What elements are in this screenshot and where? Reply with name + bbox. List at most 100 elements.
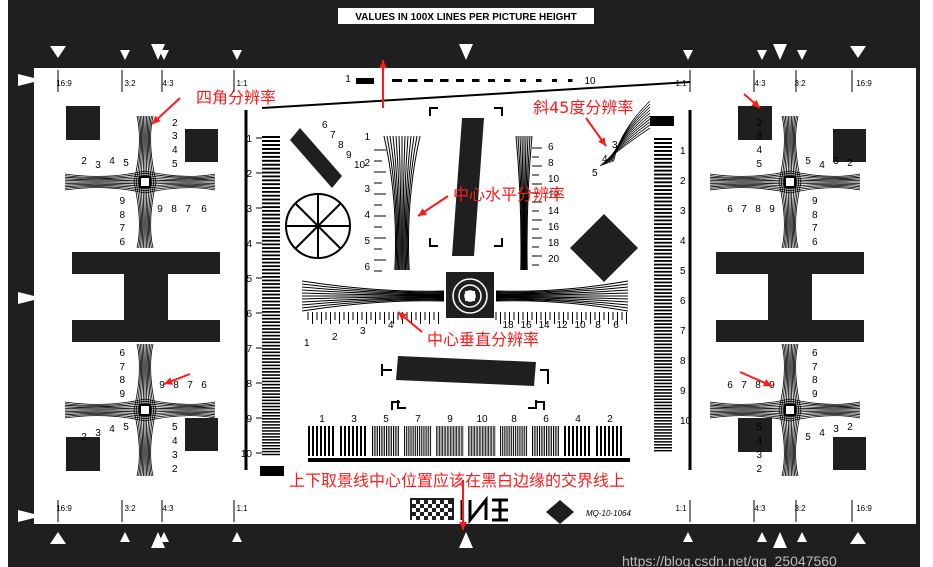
- diagonal-label: 8: [338, 140, 344, 151]
- fan-label: 5: [756, 422, 762, 433]
- fan-label: 5: [805, 156, 811, 167]
- left-ladder-label: 1: [246, 134, 252, 145]
- star-circle: [285, 193, 351, 259]
- center-wedge-left-label: 6: [364, 262, 370, 273]
- fan-label: 2: [756, 118, 762, 129]
- crop-notch: [683, 532, 693, 542]
- aspect-label-bottom: 1:1: [675, 504, 687, 513]
- fan-label: 8: [755, 380, 761, 391]
- bottom-pattern-label: 1: [319, 414, 325, 425]
- slanted-edge-bar: [452, 118, 484, 256]
- fan-label: 6: [727, 380, 733, 391]
- aspect-label-top: 3:2: [124, 79, 136, 88]
- fan-label: 6: [812, 348, 818, 359]
- top-scale-start: 1: [345, 74, 351, 85]
- aspect-label-top: 3:2: [794, 79, 806, 88]
- bottom-pattern-label: 7: [415, 414, 421, 425]
- aspect-label-top: 4:3: [754, 79, 766, 88]
- crop-notch: [232, 532, 242, 542]
- crop-notch: [159, 50, 169, 60]
- center-h-right-label: 12: [556, 320, 568, 331]
- left-notch: [18, 510, 42, 522]
- watermark: https://blog.csdn.net/qq_25047560: [622, 553, 837, 567]
- fan-label: 4: [756, 436, 762, 447]
- left-ladder-label: 3: [246, 204, 252, 215]
- bottom-pattern-label: 10: [476, 414, 488, 425]
- fan-label: 7: [119, 223, 125, 234]
- left-i-block: [72, 252, 220, 342]
- right-notch: [892, 74, 916, 86]
- right-ladder-label: 9: [680, 386, 686, 397]
- fan-label: 8: [119, 210, 125, 221]
- bottom-notch: [773, 532, 787, 548]
- corner-fan: [709, 343, 861, 477]
- fan-label: 3: [756, 131, 762, 142]
- top-notch: [459, 44, 473, 60]
- chart-header: VALUES IN 100X LINES PER PICTURE HEIGHT: [355, 12, 577, 23]
- fan-label: 6: [727, 204, 733, 215]
- fan-label: 3: [833, 424, 839, 435]
- left-notch: [18, 292, 42, 304]
- fan-label: 3: [172, 450, 178, 461]
- red-arrow: [739, 371, 773, 387]
- center-wedge-left-label: 2: [364, 158, 370, 169]
- right-notch: [892, 510, 916, 522]
- fan-label: 9: [119, 389, 125, 400]
- bottom-notch: [459, 532, 473, 548]
- aspect-label-bottom: 16:9: [56, 504, 72, 513]
- fan-label: 4: [109, 424, 115, 435]
- aspect-label-bottom: 3:2: [124, 504, 136, 513]
- fan-label: 6: [119, 348, 125, 359]
- fan-label: 2: [172, 464, 178, 475]
- fan-label: 9: [157, 204, 163, 215]
- annotation-center-horizontal: 中心水平分辨率: [453, 185, 565, 204]
- fan-label: 2: [172, 118, 178, 129]
- fan-label: 7: [812, 362, 818, 373]
- crop-notch: [159, 532, 169, 542]
- fan-label: 9: [119, 196, 125, 207]
- fan-label: 2: [756, 464, 762, 475]
- fan-label: 2: [847, 158, 853, 169]
- left-ladder-label: 2: [246, 169, 252, 180]
- annotation-framing-line: 上下取景线中心位置应该在黑白边缘的交界线上: [289, 471, 625, 490]
- bottom-pattern-label: 5: [383, 414, 389, 425]
- center-wedge-left-label: 3: [364, 184, 370, 195]
- crop-notch: [757, 532, 767, 542]
- center-wedge-right-label: 12: [548, 190, 560, 201]
- top-notch: [850, 46, 866, 58]
- center-h-right-label: 16: [520, 320, 532, 331]
- diagonal-label: 10: [354, 160, 366, 171]
- center-h-left-label: 1: [304, 338, 310, 349]
- aspect-label-top: 16:9: [856, 79, 872, 88]
- center-wedge-right-label: 20: [548, 254, 560, 265]
- center-h-left-label: 3: [360, 326, 366, 337]
- bottom-notch: [151, 532, 165, 548]
- red-arrows: [151, 60, 773, 530]
- bottom-notch: [850, 532, 866, 544]
- center-wedge-left-label: 4: [364, 210, 370, 221]
- red-arrow: [397, 311, 423, 333]
- fan-label: 6: [119, 237, 125, 248]
- center-wedge-left-label: 1: [364, 132, 370, 143]
- crop-notch: [232, 50, 242, 60]
- aspect-label-bottom: 1:1: [236, 504, 248, 513]
- fan-label: 8: [755, 204, 761, 215]
- diagonal-fan-label: 3: [612, 140, 618, 151]
- crop-notch: [797, 532, 807, 542]
- fan-label: 8: [173, 380, 179, 391]
- fan-label: 8: [812, 210, 818, 221]
- aspect-ratio-labels: 16:916:93:23:24:34:31:11:11:11:14:34:33:…: [56, 70, 872, 522]
- right-ladder: [654, 138, 672, 452]
- right-ladder-label: 2: [680, 176, 686, 187]
- center-wedge-right-label: 14: [548, 206, 560, 217]
- fan-label: 8: [812, 375, 818, 386]
- diagonal-label: 9: [346, 150, 352, 161]
- aspect-label-bottom: 3:2: [794, 504, 806, 513]
- right-ladder-label: 5: [680, 266, 686, 277]
- center-wedge-right-label: 18: [548, 238, 560, 249]
- fan-label: 8: [119, 375, 125, 386]
